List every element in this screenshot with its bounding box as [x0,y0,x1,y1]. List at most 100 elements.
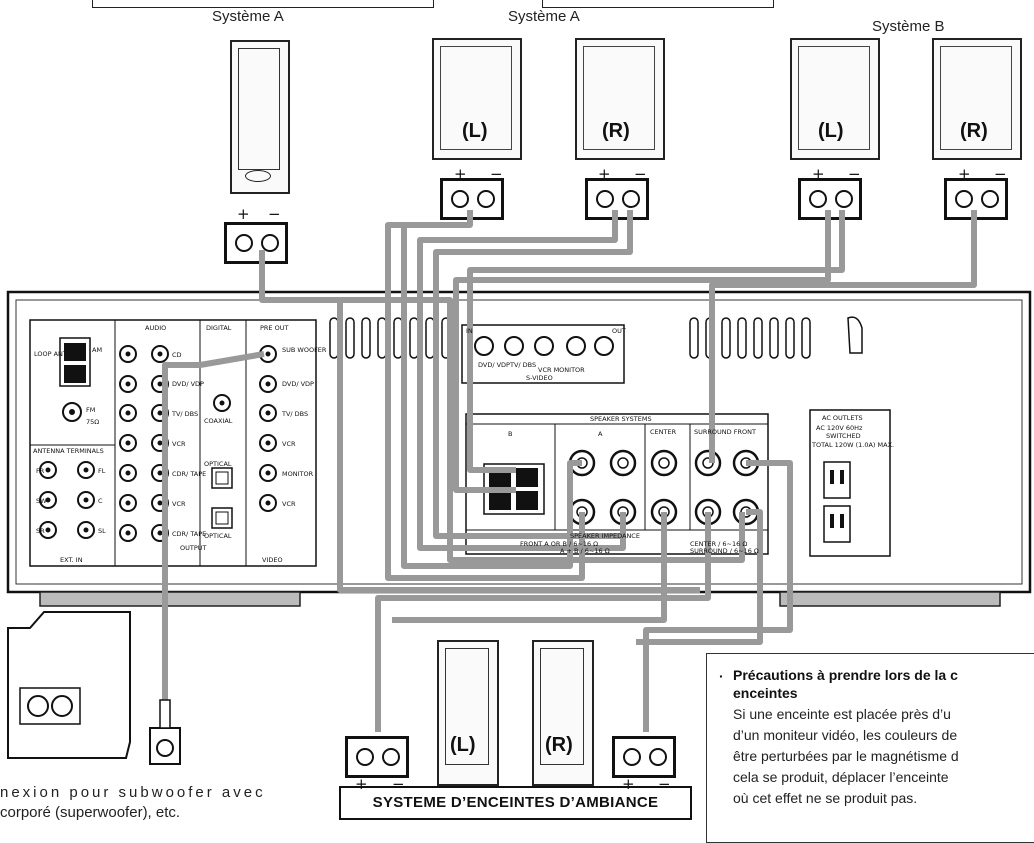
subwoofer-caption: nexion pour subwoofer avec corporé (supe… [0,780,320,826]
panel-pre-tv: TV/ DBS [281,410,308,418]
caution-bullet: · [719,668,724,684]
subwoofer-caption-line2: corporé (superwoofer), etc. [0,804,181,821]
caution-body: Si une enceinte est placée près d’u d’un… [733,704,1034,809]
label-system-a-center: Système A [508,8,580,25]
panel-impedance-center: CENTER / 6~16 Ω [690,540,747,548]
caution-line-4: cela se produit, déplacer l’enceinte [733,769,949,785]
panel-antenna-terminals: ANTENNA TERMINALS [33,447,104,455]
panel-surround-front: SURROUND FRONT [694,428,756,436]
panel-am: AM [92,346,102,354]
panel-impedance-surround: SURROUND / 6~16 Ω [690,547,759,555]
label-system-a-left: Système A [212,8,284,25]
panel-vcr-monitor: VCR MONITOR [538,366,585,374]
panel-audio: AUDIO [145,324,166,332]
panel-pre-dvd: DVD/ VDP [282,380,314,388]
speaker-label-b-r: (R) [960,120,988,142]
top-frame-left [92,0,434,8]
panel-pre-vcr: VCR [282,440,296,448]
speaker-front-left-system-b [790,38,880,160]
caution-line-1: Si une enceinte est placée près d’u [733,706,951,722]
terminal-center-speaker [224,222,288,264]
caution-line-3: être perturbées par le magnétisme d [733,748,959,764]
panel-ac-spec3: TOTAL 120W (1.0A) MAX. [811,441,894,449]
panel-monitor: MONITOR [282,470,314,478]
subwoofer-caption-line1: nexion pour subwoofer avec [0,784,266,801]
caution-box: · Précautions à prendre lors de la c enc… [706,653,1034,843]
panel-s-video: S-VIDEO [526,374,553,382]
sign-minus: − [658,775,671,793]
panel-cd: CD [172,351,182,359]
panel-coaxial: COAXIAL [204,417,233,425]
terminal-surround-left [345,736,409,778]
panel-sub-woofer: SUB WOOFER [282,346,327,354]
panel-ac-spec2: SWITCHED [826,432,861,440]
panel-speaker-systems: SPEAKER SYSTEMS [590,415,652,423]
panel-sv-dvd: DVD/ VDP [478,361,510,369]
caution-title-1: Précautions à prendre lors de la c [733,667,958,683]
sign-plus: + [237,205,250,223]
panel-spk-impedance: SPEAKER IMPEDANCE [570,532,640,540]
panel-digital: DIGITAL [206,324,232,332]
speaker-front-right-system-a [575,38,665,160]
speaker-b-right-inner [940,46,1012,150]
panel-dvd-vdp: DVD/ VDP [172,380,204,388]
panel-video: VIDEO [262,556,283,564]
panel-ch-sl: SL [98,527,106,535]
caution-title-2: enceintes [733,685,798,701]
sign-minus: − [268,205,281,223]
speaker-label-surr-r: (R) [545,734,573,756]
panel-optical-out: OPTICAL [204,532,232,540]
surround-system-title: SYSTEME D’ENCEINTES D’AMBIANCE [339,786,692,820]
panel-impedance-front: FRONT A OR B / 6~16 Ω [520,540,598,548]
panel-output: OUTPUT [180,544,207,552]
panel-ch-fl: FL [98,467,106,475]
speaker-surround-left-inner [445,648,489,765]
caution-line-5: où cet effet ne se produit pas. [733,790,918,806]
panel-spk-b: B [508,430,512,438]
panel-pre-out: PRE OUT [260,324,288,332]
panel-ch-sw: SW [36,497,47,505]
speaker-front-left-system-a [432,38,522,160]
panel-in: IN [466,327,473,335]
top-frame-right [542,0,774,8]
terminal-b-left [798,178,862,220]
speaker-front-right-system-b [932,38,1022,160]
panel-fm: FM [86,406,95,414]
speaker-front-right-inner [583,46,655,150]
panel-ch-c: C [98,497,103,505]
panel-spk-a: A [598,430,603,438]
panel-out: OUT [612,327,626,335]
panel-vcr: VCR [172,440,186,448]
speaker-label-b-l: (L) [818,120,844,142]
label-system-b: Système B [872,18,945,35]
panel-loop-ant: LOOP ANT [34,350,67,358]
panel-fm-ohm: 75Ω [86,418,99,426]
speaker-label-a-r: (R) [602,120,630,142]
panel-optical: OPTICAL [204,460,232,468]
panel-vcr-out: VCR [172,500,186,508]
panel-center: CENTER [650,428,677,436]
speaker-b-left-inner [798,46,870,150]
caution-line-2: d’un moniteur vidéo, les couleurs de [733,727,958,743]
panel-ext-in: EXT. IN [60,556,83,564]
panel-ch-fr: FR [36,467,45,475]
speaker-label-surr-l: (L) [450,734,476,756]
speaker-center-system-a [230,40,290,194]
speaker-front-left-inner [440,46,512,150]
terminal-surround-right [612,736,676,778]
sign-minus: − [392,775,405,793]
panel-ch-sr: SR [36,527,45,535]
panel-ac-outlets: AC OUTLETS [822,414,863,422]
speaker-center-port [245,170,271,182]
panel-pre-vcr-2: VCR [282,500,296,508]
speaker-surround-right-inner [540,648,584,765]
panel-tv-dbs: TV/ DBS [171,410,198,418]
panel-cdr-tape-out: CDR/ TAPE [172,530,206,538]
panel-impedance-front-ab: A + B / 6~16 Ω [560,547,610,555]
sign-plus: + [355,775,368,793]
panel-ac-spec1: AC 120V 60Hz [816,424,863,432]
panel-sv-tv: TV/ DBS [509,361,536,369]
sign-plus: + [622,775,635,793]
